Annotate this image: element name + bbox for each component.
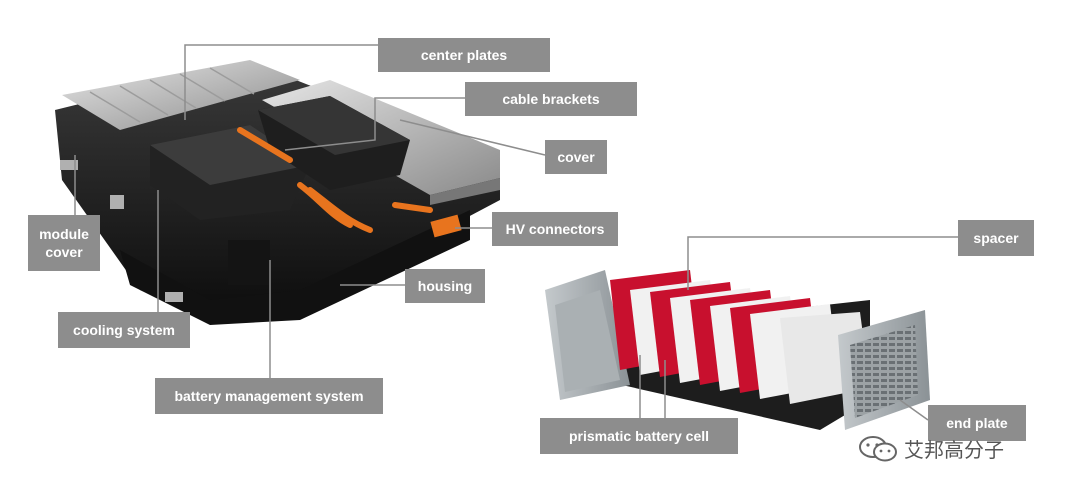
- label-end-plate: end plate: [928, 405, 1026, 441]
- cell-module-illustration: [545, 270, 930, 430]
- label-prismatic-battery-cell: prismatic battery cell: [540, 418, 738, 454]
- leader-center-plates: [184, 44, 380, 120]
- orange-wiring: [237, 127, 433, 233]
- label-cable-brackets: cable brackets: [465, 82, 637, 116]
- wechat-icon: [859, 435, 897, 461]
- leader-cover: [399, 119, 546, 156]
- leader-lines: [74, 44, 960, 421]
- leader-spacer: [687, 236, 960, 290]
- leader-cable-brackets: [284, 97, 465, 151]
- label-cover: cover: [545, 140, 607, 174]
- bms-box: [228, 240, 270, 285]
- rear-module-covers: [62, 60, 300, 130]
- watermark: 艾邦高分子: [858, 434, 1004, 463]
- label-center-plates: center plates: [378, 38, 550, 72]
- label-module-cover: module cover: [28, 215, 100, 271]
- battery-pack-illustration: [55, 60, 500, 325]
- label-hv-connectors: HV connectors: [492, 212, 618, 246]
- hv-connector-block: [430, 214, 462, 238]
- watermark-text: 艾邦高分子: [904, 440, 1004, 462]
- housing-bottom: [120, 210, 470, 325]
- label-spacer: spacer: [958, 220, 1034, 256]
- leader-end-plate: [899, 399, 929, 421]
- label-housing: housing: [405, 269, 485, 303]
- label-battery-management-system: battery management system: [155, 378, 383, 414]
- label-cooling-system: cooling system: [58, 312, 190, 348]
